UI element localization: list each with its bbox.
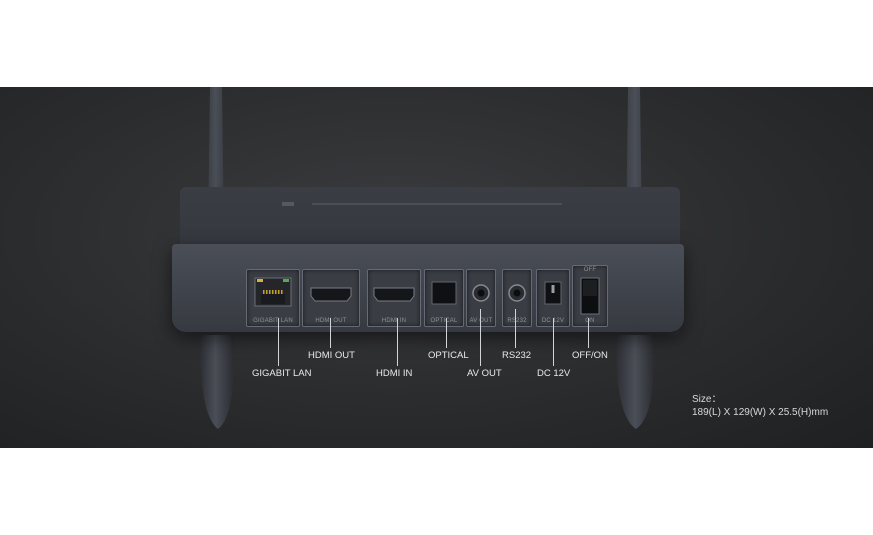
power-switch: OFF ON <box>572 265 608 327</box>
hdmi-in-port: HDMI IN <box>367 269 421 327</box>
leader-line-hdmi-in <box>397 318 398 366</box>
callout-hdmi-in: HDMI IN <box>376 368 413 379</box>
port-label: RS232 <box>507 318 527 324</box>
rocker-switch-icon <box>580 277 600 315</box>
leader-line-av-out <box>480 309 481 366</box>
callout-dc-12v: DC 12V <box>537 368 571 379</box>
switch-label-off: OFF <box>583 267 597 273</box>
callout-off-on: OFF/ON <box>572 350 608 361</box>
ethernet-jack-icon <box>254 277 292 307</box>
leader-line-dc-12v <box>553 318 554 366</box>
dc-12v-port: DC 12V <box>536 269 570 327</box>
port-label: HDMI OUT <box>315 318 347 324</box>
leader-line-hdmi-out <box>330 318 331 348</box>
callout-optical: OPTICAL <box>428 350 469 361</box>
product-photo: GIGABIT LAN HDMI OUT HDMI IN OPTICAL AV … <box>0 87 873 448</box>
dc-power-jack-icon <box>544 281 562 305</box>
hdmi-connector-icon <box>373 287 415 302</box>
leader-line-off-on <box>588 318 589 348</box>
serial-jack-icon <box>508 284 526 302</box>
top-print-marking <box>282 202 562 206</box>
port-label: DC 12V <box>541 318 565 324</box>
size-dimensions: 189(L) X 129(W) X 25.5(H)mm <box>692 407 829 418</box>
port-label: GIGABIT LAN <box>253 318 293 324</box>
leader-line-gigabit-lan <box>278 318 279 366</box>
callout-hdmi-out: HDMI OUT <box>308 350 355 361</box>
port-label: HDMI IN <box>381 318 407 324</box>
leader-line-optical <box>446 318 447 348</box>
hdmi-connector-icon <box>310 287 352 302</box>
optical-port: OPTICAL <box>424 269 464 327</box>
port-label: AV OUT <box>469 318 493 324</box>
av-out-port: AV OUT <box>466 269 496 327</box>
gigabit-lan-port: GIGABIT LAN <box>246 269 300 327</box>
optical-square-icon <box>431 281 457 305</box>
port-label: OPTICAL <box>430 318 458 324</box>
audio-jack-icon <box>472 284 490 302</box>
callout-gigabit-lan: GIGABIT LAN <box>252 368 312 379</box>
rs232-port: RS232 <box>502 269 532 327</box>
hdmi-out-port: HDMI OUT <box>302 269 360 327</box>
callout-rs232: RS232 <box>502 350 532 361</box>
callout-av-out: AV OUT <box>467 368 502 379</box>
leader-line-rs232 <box>515 309 516 348</box>
switch-label-on: ON <box>585 318 595 324</box>
size-title: Size： <box>692 394 722 405</box>
